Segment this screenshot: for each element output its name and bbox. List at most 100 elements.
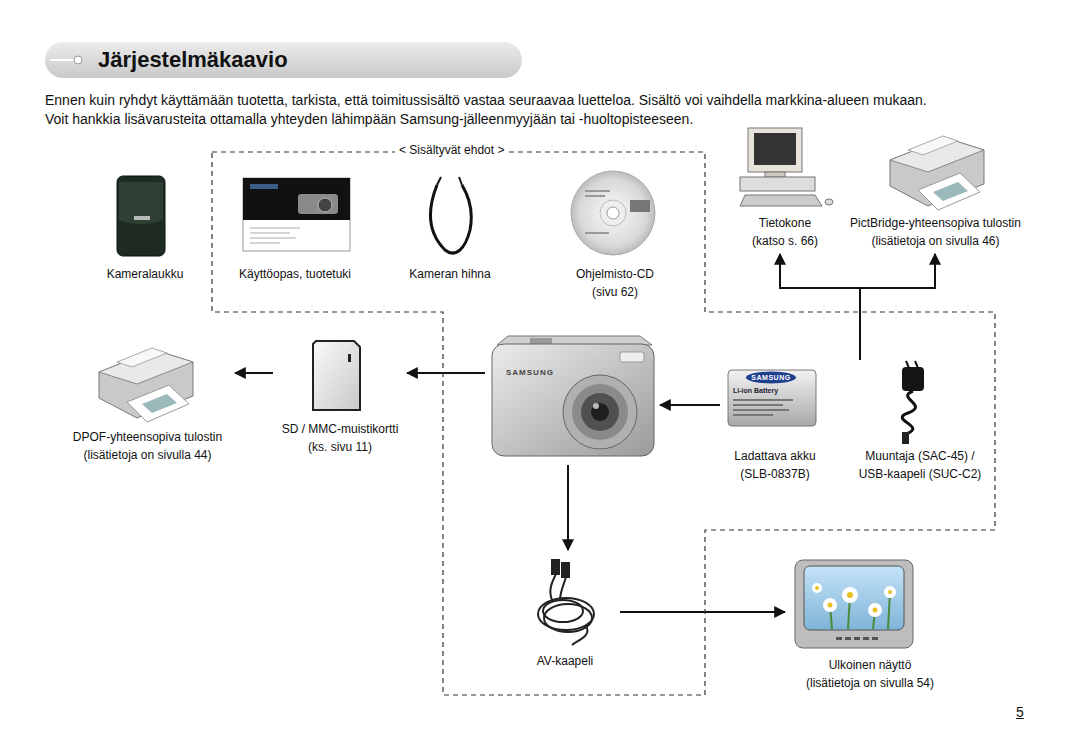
manual-drawing-part <box>298 194 338 214</box>
adapter-drawing-part <box>902 391 915 434</box>
item-caption: Tietokone (katso s. 66) <box>747 214 823 250</box>
connector-arrow <box>407 372 485 374</box>
accessory-item: Käyttöopas, tuotetuki <box>225 172 365 287</box>
adapter-drawing-part <box>915 361 918 368</box>
adapter-drawing-part <box>902 367 924 391</box>
camera-logo: SAMSUNG <box>506 368 554 378</box>
connector-arrow <box>567 465 569 550</box>
connector-arrow <box>235 372 273 374</box>
item-caption: Käyttöopas, tuotetuki <box>239 265 351 283</box>
computer-drawing-part <box>748 128 802 172</box>
adapter-drawing <box>902 361 924 444</box>
tv-drawing-part <box>854 637 860 640</box>
camera-drawing <box>492 336 654 456</box>
strap-drawing <box>430 177 471 253</box>
cd-drawing-part <box>585 195 605 197</box>
accessory-item: Ladattava akku (SLB-0837B) <box>720 365 830 487</box>
camera-drawing-part <box>620 352 644 362</box>
accessory-item: AV-kaapeli <box>510 550 620 674</box>
av-cable-drawing-part <box>543 600 583 622</box>
accessory-item: PictBridge-yhteensopiva tulostin (lisäti… <box>833 125 1038 254</box>
computer-drawing <box>740 128 833 206</box>
cd-drawing-part <box>600 200 626 226</box>
adapter-drawing-part <box>902 432 909 444</box>
av-cable-drawing-part <box>562 563 569 577</box>
computer-drawing-part <box>740 195 822 206</box>
tv-drawing-part <box>804 566 904 630</box>
camera-drawing-part <box>572 384 628 440</box>
av-cable-drawing <box>538 560 594 645</box>
cd-drawing <box>571 171 655 255</box>
battery-drawing-part <box>733 409 789 411</box>
tv-drawing-part <box>872 637 878 640</box>
camera-drawing-part <box>563 375 637 449</box>
accessory-item: DPOF-yhteensopiva tulostin (lisätietoja … <box>60 340 235 468</box>
manual-drawing-part <box>250 238 296 239</box>
camera-case-drawing-part <box>119 182 163 224</box>
item-caption: Kameralaukku <box>107 265 184 283</box>
av-cable-drawing-part <box>572 626 587 645</box>
title-banner-part <box>45 42 522 78</box>
battery-drawing-part <box>733 414 773 416</box>
manual-drawing-part <box>250 228 300 229</box>
computer-drawing-part <box>754 133 796 165</box>
region-label: < Sisältyvät ehdot > <box>395 143 508 158</box>
item-caption: SD / MMC-muistikortti (ks. sivu 11) <box>278 420 402 456</box>
cd-drawing-part <box>630 200 650 212</box>
tv-drawing-part <box>845 637 851 640</box>
item-caption: DPOF-yhteensopiva tulostin (lisätietoja … <box>65 428 230 464</box>
accessory-item: Tietokone (katso s. 66) <box>730 122 840 254</box>
computer-drawing-part <box>825 199 833 205</box>
connector-arrow <box>780 254 860 360</box>
accessory-item: Kameralaukku <box>90 172 200 287</box>
manual-drawing-part <box>250 184 278 189</box>
item-caption: Kameran hihna <box>409 265 490 283</box>
av-cable-drawing-part <box>552 560 559 574</box>
camera-drawing-part <box>591 403 609 421</box>
item-caption: Ladattava akku (SLB-0837B) <box>728 447 823 483</box>
item-caption: Ulkoinen näyttö (lisätietoja on sivulla … <box>803 656 937 692</box>
battery-drawing-part <box>733 399 793 401</box>
strap-drawing-part <box>459 177 462 185</box>
tv-drawing-part <box>868 603 882 617</box>
illustrations-part <box>99 348 193 422</box>
adapter-drawing-part <box>906 361 909 368</box>
cd-drawing-part <box>571 171 655 255</box>
tv-drawing-part <box>842 587 858 603</box>
title-banner <box>45 42 522 78</box>
tv-drawing-part <box>795 560 913 648</box>
camera-drawing-part <box>530 338 552 344</box>
manual-drawing-part <box>250 233 290 234</box>
connector-arrow <box>860 254 935 360</box>
av-cable-drawing-part <box>544 604 592 632</box>
item-caption: Muuntaja (SAC-45) / USB-kaapeli (SUC-C2) <box>856 447 984 483</box>
battery-logo: SAMSUNG <box>741 373 801 382</box>
manual-drawing <box>243 178 350 251</box>
cd-drawing-part <box>607 207 619 219</box>
connector-arrow <box>660 404 720 406</box>
strap-drawing-part <box>437 177 441 185</box>
battery-drawing-part <box>728 370 816 426</box>
manual-drawing-part <box>250 243 280 244</box>
battery-drawing <box>728 370 816 426</box>
av-cable-drawing-part <box>560 577 566 600</box>
illustrations-part <box>890 136 984 210</box>
title-banner-part <box>74 56 82 64</box>
tv-drawing-part <box>823 598 837 612</box>
av-cable-drawing-part <box>550 574 556 600</box>
tv-drawing-part <box>836 637 842 640</box>
battery-drawing-part <box>733 404 783 406</box>
camera-drawing-part <box>581 393 619 431</box>
tv-drawing-part <box>863 637 869 640</box>
memory-card-drawing-part <box>348 354 351 362</box>
camera-drawing-part <box>593 403 599 409</box>
accessory-item: SD / MMC-muistikortti (ks. sivu 11) <box>273 335 407 460</box>
manual-drawing-part <box>318 198 332 212</box>
connector-arrow <box>620 611 785 613</box>
accessory-item: Kameran hihna <box>400 172 500 287</box>
accessory-item: Ulkoinen näyttö (lisätietoja on sivulla … <box>785 555 955 696</box>
cd-drawing-part <box>585 232 609 234</box>
intro-text: Voit hankkia lisävarusteita ottamalla yh… <box>45 111 693 128</box>
tv-drawing-part <box>828 603 833 608</box>
camera-drawing-part <box>492 344 654 456</box>
